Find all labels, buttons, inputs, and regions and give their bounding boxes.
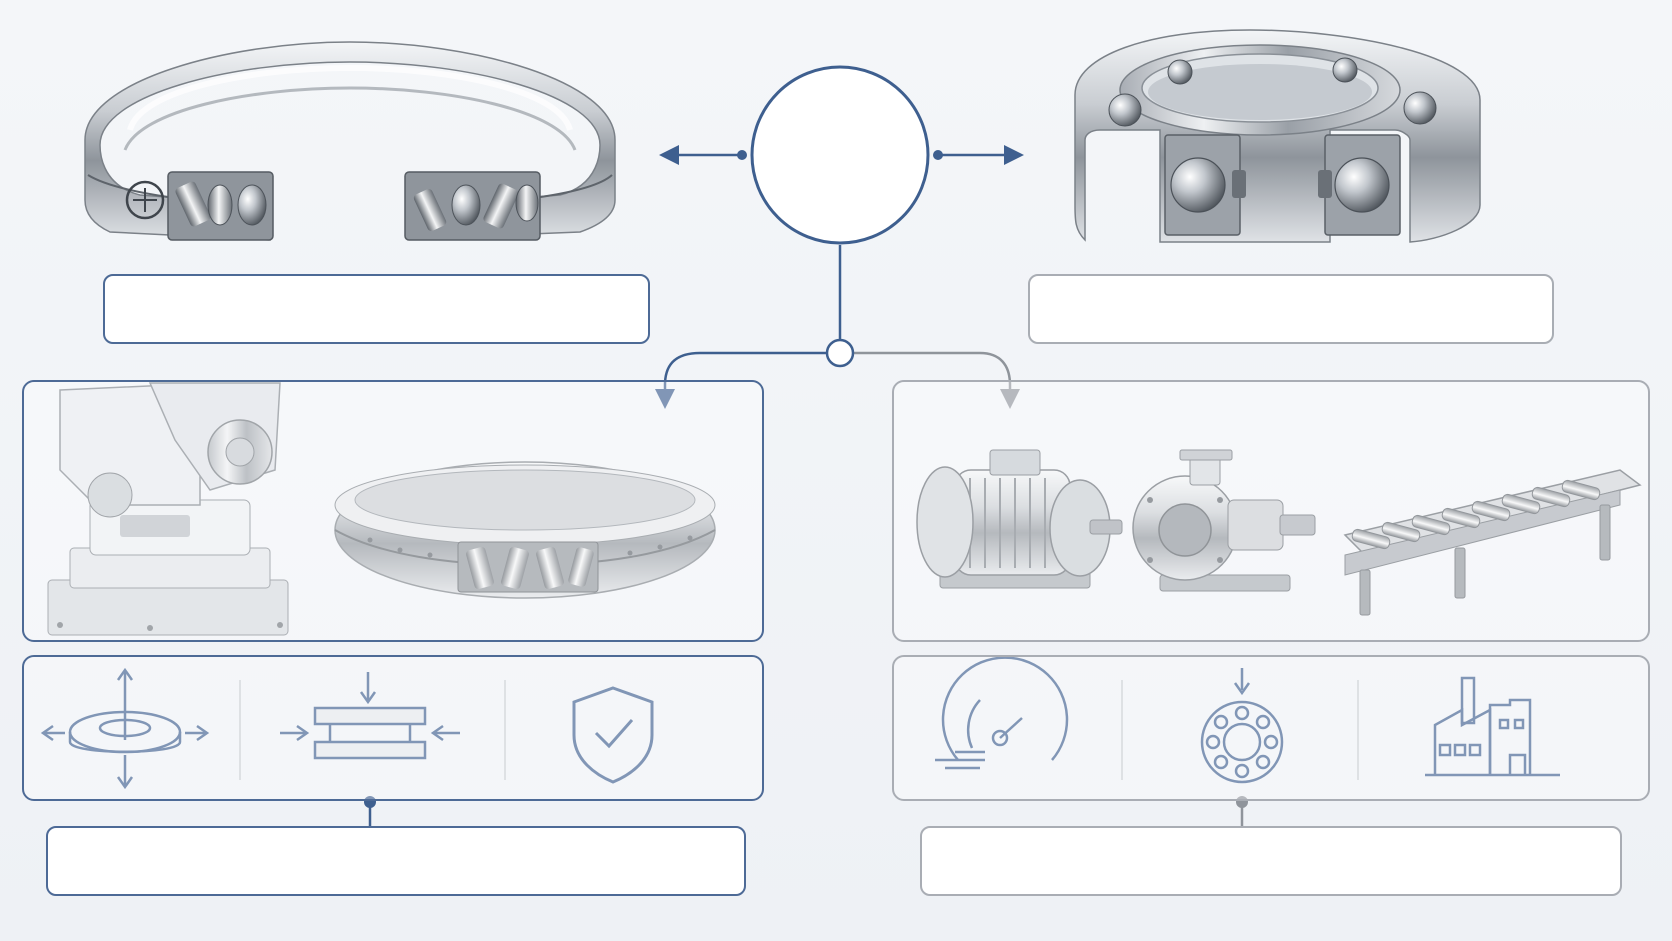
- ball-bearing-label-box: [1028, 274, 1554, 344]
- machinery-application-label-box: [920, 826, 1622, 896]
- electric-motor-illustration: [916, 449, 1123, 589]
- connector-lines: [364, 145, 1248, 826]
- crossed-roller-label-box: [103, 274, 650, 344]
- industrial-robot-panel: [22, 380, 764, 642]
- crossed-roller-bearing-illustration: [84, 41, 616, 241]
- compression-stiffness-icon: [280, 672, 460, 760]
- ball-bearing-icon: [1200, 668, 1284, 784]
- robot-features-panel: [22, 655, 764, 801]
- multi-axis-load-icon: [40, 667, 210, 790]
- speedometer-icon: [935, 656, 1069, 770]
- shield-check-icon: [572, 686, 654, 784]
- slewing-ring-bearing-illustration: [334, 461, 716, 599]
- robot-arm-illustration: [47, 382, 289, 636]
- centrifugal-pump-illustration: [1132, 449, 1316, 592]
- machinery-features-panel: [892, 655, 1650, 801]
- roller-conveyor-illustration: [1343, 469, 1642, 616]
- deep-groove-ball-bearing-illustration: [1074, 29, 1481, 243]
- robot-application-label-box: [46, 826, 746, 896]
- general-machinery-panel: [892, 380, 1650, 642]
- hub-circle: [750, 65, 930, 245]
- factory-icon: [1425, 676, 1560, 777]
